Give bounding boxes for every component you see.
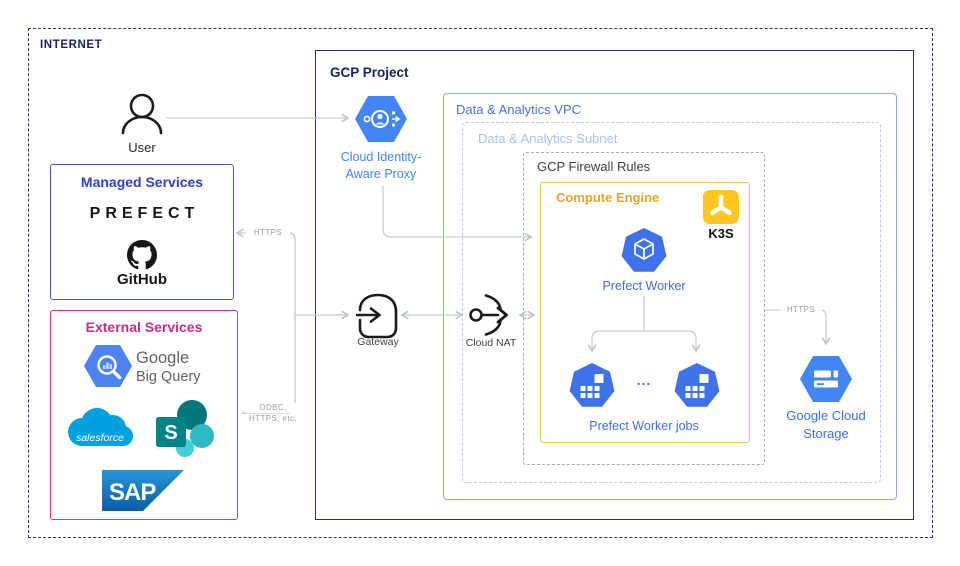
salesforce-logo-text: salesforce: [76, 432, 124, 444]
salesforce-icon: salesforce: [68, 408, 133, 446]
prefect-worker-label: Prefect Worker: [602, 279, 686, 293]
bigquery-icon: [84, 345, 132, 387]
subnet-zone: [462, 122, 881, 483]
cloud-nat-icon: [469, 294, 508, 336]
user-icon: [121, 93, 163, 135]
managed-services-title: Managed Services: [80, 174, 204, 190]
vpc-title: Data & Analytics VPC: [456, 102, 581, 117]
cloud-iap-icon: [355, 96, 407, 142]
cloud-storage-icon: [800, 356, 852, 402]
gateway-icon: [356, 293, 398, 339]
k3s-label: K3S: [708, 226, 734, 241]
bigquery-label-google: Google: [136, 349, 190, 367]
https-top-label: HTTPS: [246, 228, 290, 238]
sap-icon: SAP: [102, 470, 184, 511]
gcp-project-title: GCP Project: [330, 65, 409, 80]
user-label: User: [128, 140, 156, 155]
jobs-ellipsis: ...: [636, 372, 652, 388]
external-services-title: External Services: [85, 319, 203, 335]
managed-services-box: [50, 164, 234, 300]
prefect-worker-jobs-label: Prefect Worker jobs: [589, 419, 699, 433]
firewall-zone: [523, 152, 765, 465]
cloud-iap-label-line1: Cloud Identity-: [340, 150, 422, 164]
gateway-label: Gateway: [357, 336, 399, 348]
prefect-worker-job-icon-right: [674, 363, 720, 407]
sap-logo-text: SAP: [109, 479, 156, 506]
internet-zone: [28, 28, 933, 538]
odbc-label-line1: ODBC,: [244, 403, 302, 413]
github-logo-text: GitHub: [117, 271, 167, 288]
prefect-worker-icon: [621, 228, 667, 272]
github-octocat-icon: [127, 240, 157, 270]
subnet-title: Data & Analytics Subnet: [478, 131, 618, 146]
gcp-project-zone: [315, 50, 914, 520]
sharepoint-icon: S: [156, 400, 214, 457]
cloud-storage-label-line2: Storage: [803, 426, 849, 441]
compute-engine-title: Compute Engine: [556, 190, 660, 205]
cloud-iap-label-line2: Aware Proxy: [345, 167, 417, 181]
prefect-worker-job-icon-left: [569, 363, 615, 407]
https-right-label: HTTPS: [780, 305, 822, 315]
cloud-nat-label: Cloud NAT: [465, 337, 517, 349]
vpc-zone: [443, 93, 897, 500]
sharepoint-letter: S: [164, 422, 177, 444]
bigquery-label-bigquery: Big Query: [136, 369, 201, 385]
cloud-storage-label-line1: Google Cloud: [786, 408, 866, 423]
prefect-logo: PREFECT: [89, 205, 200, 222]
odbc-label-line2: HTTPS, etc.: [244, 414, 302, 424]
internet-title: INTERNET: [40, 39, 103, 51]
firewall-title: GCP Firewall Rules: [537, 159, 651, 174]
compute-engine-zone: [540, 182, 750, 443]
k3s-icon: [703, 190, 739, 224]
